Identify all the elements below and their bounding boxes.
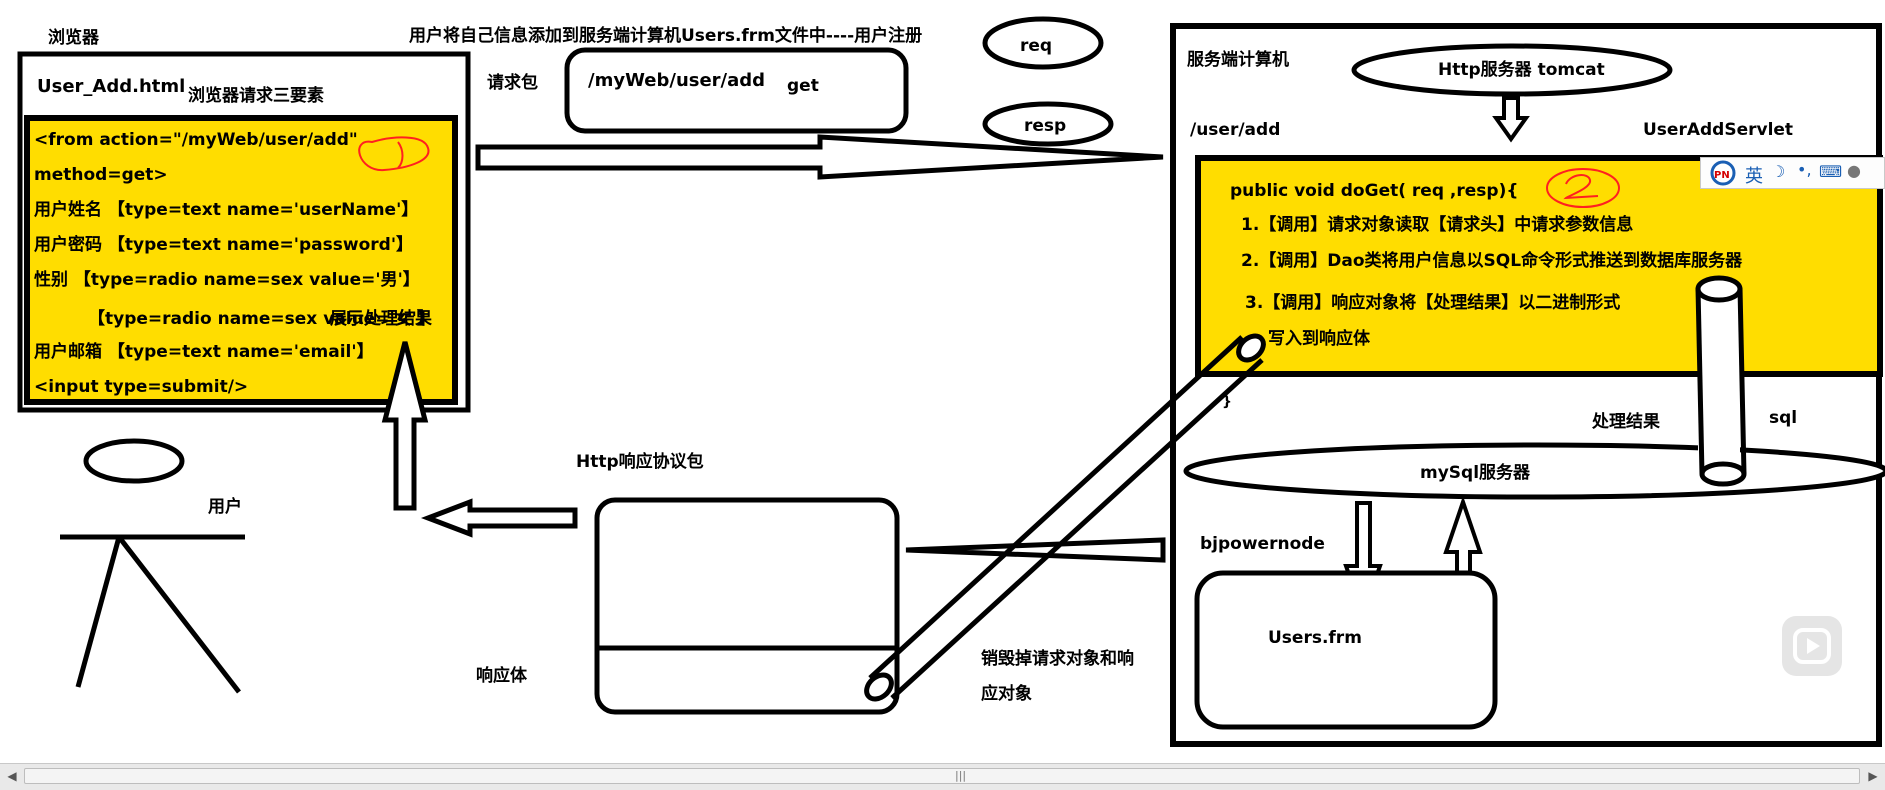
ime-user-icon[interactable]: ●	[1847, 161, 1861, 180]
form-line-4: 用户密码 【type=text name='password'】	[34, 237, 413, 254]
sql-label: sql	[1769, 410, 1797, 427]
form-line-1: <from action="/myWeb/user/add"	[34, 132, 358, 149]
mysql-label: mySql服务器	[1420, 465, 1530, 482]
code-line-4: 3.【调用】响应对象将【处理结果】以二进制形式	[1245, 295, 1620, 312]
mysql-ellipse	[1186, 445, 1885, 497]
overlay-label: 展示处理结果	[330, 311, 432, 328]
users-frm-label: Users.frm	[1268, 630, 1362, 647]
user-label: 用户	[208, 499, 242, 516]
request-method: get	[787, 78, 819, 95]
horizontal-scrollbar[interactable]: ◀ ||| ▶	[0, 763, 1885, 790]
response-left-arrow	[428, 502, 575, 534]
sql-cylinder-bottom	[1702, 464, 1744, 484]
ime-keyboard-icon[interactable]: ⌨	[1819, 162, 1842, 181]
code-line-1: public void doGet( req ,resp){	[1230, 183, 1518, 200]
form-line-8: <input type=submit/>	[34, 379, 248, 396]
file-title: User_Add.html	[37, 78, 185, 96]
stick-figure-head	[86, 441, 182, 481]
request-packet-label: 请求包	[487, 75, 538, 92]
scroll-grip-icon: |||	[955, 769, 966, 783]
http-server-label: Http服务器 tomcat	[1438, 62, 1605, 79]
play-button[interactable]	[1782, 616, 1842, 676]
response-body-label: 响应体	[476, 668, 527, 685]
response-packet-label: Http响应协议包	[576, 454, 704, 471]
ime-language-toggle[interactable]: 英	[1745, 162, 1763, 188]
server-path: /user/add	[1190, 122, 1280, 139]
servlet-name: UserAddServlet	[1643, 122, 1793, 139]
code-line-2: 1.【调用】请求对象读取【请求头】中请求参数信息	[1241, 217, 1633, 234]
ime-logo-icon: PN	[1705, 160, 1741, 186]
scroll-left-arrow-icon[interactable]: ◀	[4, 768, 20, 784]
sql-cylinder-body	[1698, 288, 1740, 474]
req-label: req	[1020, 38, 1052, 55]
result-label: 处理结果	[1592, 414, 1660, 431]
stick-figure-leg-right	[119, 537, 239, 692]
ime-toolbar[interactable]: PN 英 ☽ •, ⌨ ●	[1700, 157, 1885, 189]
diagram-canvas	[0, 0, 1885, 763]
db-name: bjpowernode	[1200, 536, 1325, 553]
destroy-label-1: 销毁掉请求对象和响	[981, 651, 1134, 668]
svg-text:PN: PN	[1714, 170, 1730, 181]
browser-heading: 浏览器	[48, 30, 99, 47]
stick-figure-leg-left	[78, 537, 119, 687]
scroll-thumb[interactable]: |||	[24, 768, 1860, 784]
form-line-7: 用户邮箱 【type=text name='email'】	[34, 344, 374, 361]
code-line-5: 写入到响应体	[1268, 331, 1370, 348]
closing-brace: }	[1222, 395, 1232, 409]
resp-label: resp	[1024, 118, 1066, 135]
destroy-label-2: 应对象	[981, 686, 1032, 703]
form-line-5: 性别 【type=radio name=sex value='男'】	[34, 272, 420, 289]
form-line-3: 用户姓名 【type=text name='userName'】	[34, 202, 418, 219]
play-icon	[1782, 616, 1842, 676]
server-heading: 服务端计算机	[1187, 52, 1289, 69]
sql-cylinder-top	[1698, 278, 1740, 300]
request-elements-label: 浏览器请求三要素	[188, 88, 324, 105]
users-frm-box	[1197, 573, 1495, 727]
top-caption: 用户将自己信息添加到服务端计算机Users.frm文件中----用户注册	[409, 28, 922, 45]
form-line-2: method=get>	[34, 167, 168, 184]
response-packet-box	[597, 500, 897, 712]
request-uri: /myWeb/user/add	[588, 72, 765, 90]
ime-punctuation-icon[interactable]: •,	[1797, 160, 1812, 179]
scroll-right-arrow-icon[interactable]: ▶	[1865, 768, 1881, 784]
ime-moon-icon[interactable]: ☽	[1771, 162, 1785, 181]
code-line-3: 2.【调用】Dao类将用户信息以SQL命令形式推送到数据库服务器	[1241, 253, 1742, 270]
response-wedge	[906, 540, 1163, 560]
